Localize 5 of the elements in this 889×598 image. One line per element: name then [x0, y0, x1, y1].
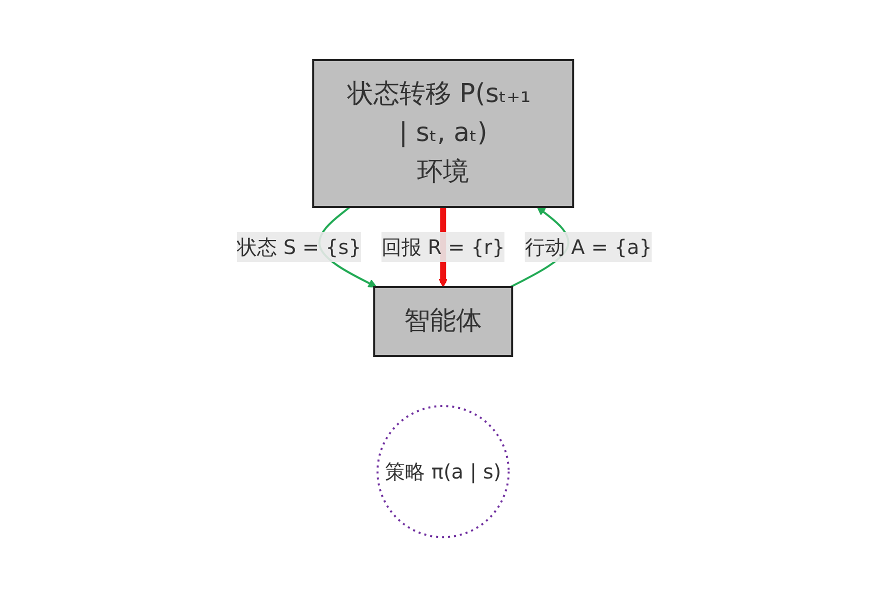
node-box: 状态转移 P(sₜ₊₁ | sₜ, aₜ) 环境 [312, 59, 574, 208]
edge-label: 回报 R = {r} [381, 235, 505, 260]
node-circle: 策略 π(a | s) [376, 405, 510, 539]
edge-label: 行动 A = {a} [524, 235, 652, 260]
node-box: 智能体 [373, 286, 514, 358]
